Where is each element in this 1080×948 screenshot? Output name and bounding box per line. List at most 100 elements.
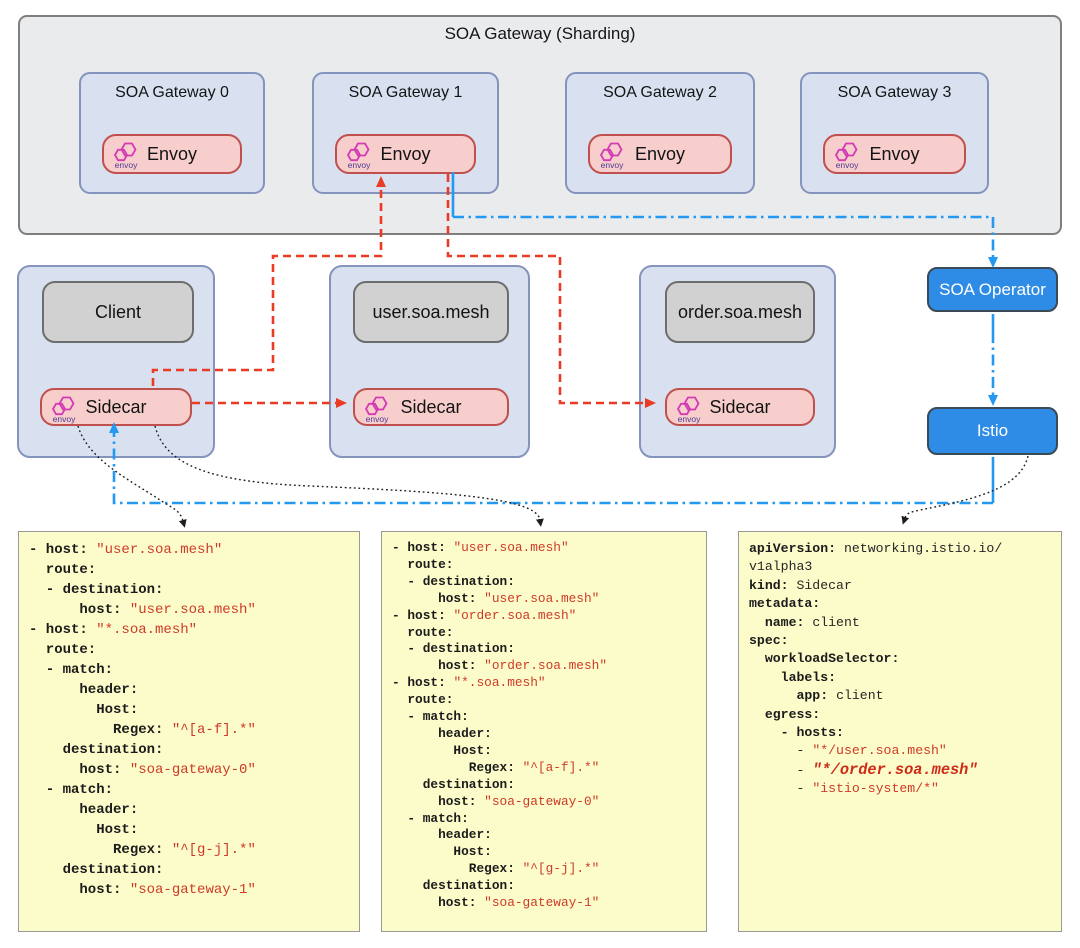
envoy-icon: envoy — [51, 396, 76, 424]
envoy-proxy-pill: envoy Envoy — [335, 134, 476, 174]
envoy-icon: envoy — [599, 142, 624, 170]
gateway-label: SOA Gateway 1 — [348, 84, 463, 101]
gateway-box-3: SOA Gateway 3 envoy Envoy — [800, 72, 989, 194]
code-line: route: — [392, 692, 454, 708]
code-line: - match: — [29, 662, 114, 678]
code-line: Regex: "^[g-j].*" — [392, 861, 600, 877]
code-line: destination: — [392, 878, 515, 894]
code-line: - host: "user.soa.mesh" — [392, 540, 569, 555]
service-box-client: Client envoy Sidecar — [17, 265, 215, 458]
code-line: Regex: "^[a-f].*" — [392, 759, 600, 775]
gateway-box-0: SOA Gateway 0 envoy Envoy — [79, 72, 265, 194]
soa-operator-node: SOA Operator — [927, 267, 1058, 312]
code-line: Regex: "^[g-j].*" — [29, 842, 256, 858]
service-name: order.soa.mesh — [665, 281, 815, 343]
code-line: Host: — [392, 742, 492, 758]
envoy-logo-text: envoy — [366, 414, 389, 424]
code-block-sidecar-routes-client: - host: "user.soa.mesh" route: - destina… — [18, 531, 360, 932]
code-line: host: "soa-gateway-1" — [29, 882, 256, 898]
group-title: SOA Gateway (Sharding) — [444, 24, 636, 43]
sidecar-proxy-pill: envoy Sidecar — [40, 388, 192, 426]
code-line: header: — [392, 827, 492, 843]
code-line: host: "order.soa.mesh" — [392, 658, 608, 674]
envoy-logo-text: envoy — [678, 414, 701, 424]
envoy-icon: envoy — [834, 142, 859, 170]
envoy-logo-text: envoy — [348, 160, 371, 170]
code-line: route: — [392, 624, 454, 640]
code-line: host: "soa-gateway-0" — [392, 793, 600, 809]
proxy-label: Envoy — [634, 143, 686, 164]
envoy-logo-text: envoy — [115, 160, 138, 170]
code-line: Host: — [29, 702, 139, 718]
code-line: - destination: — [29, 582, 164, 598]
code-line: name: client — [749, 614, 860, 630]
code-line: destination: — [29, 862, 164, 878]
code-line: host: "user.soa.mesh" — [29, 602, 256, 618]
code-line: route: — [29, 642, 97, 658]
code-line: host: "user.soa.mesh" — [392, 590, 600, 606]
envoy-icon: envoy — [364, 396, 389, 424]
soa-gateway-sharding-group: SOA Gateway (Sharding) SOA Gateway 0 env… — [18, 15, 1062, 235]
code-line: - match: — [392, 810, 469, 826]
envoy-proxy-pill: envoy Envoy — [588, 134, 732, 174]
envoy-logo-text: envoy — [836, 160, 859, 170]
envoy-icon: envoy — [346, 142, 371, 170]
proxy-label: Envoy — [380, 143, 431, 164]
istio-node: Istio — [927, 407, 1058, 455]
code-line: - host: "user.soa.mesh" — [29, 542, 223, 558]
code-line: destination: — [29, 742, 164, 758]
code-line: header: — [29, 682, 139, 698]
code-line: - host: "order.soa.mesh" — [392, 607, 577, 623]
code-line: app: client — [749, 688, 884, 704]
code-line: host: "soa-gateway-1" — [392, 895, 600, 911]
envoy-proxy-pill: envoy Envoy — [102, 134, 242, 174]
code-line: workloadSelector: — [749, 651, 900, 667]
code-line: kind: Sidecar — [749, 577, 852, 593]
arrow-istio-to-client-sidecar — [109, 422, 993, 505]
arrow-istio-to-code3 — [901, 455, 1029, 525]
code-line: - "*/user.soa.mesh" — [749, 743, 947, 759]
code-line: - host: "*.soa.mesh" — [29, 622, 198, 638]
gateway-label: SOA Gateway 2 — [603, 84, 717, 101]
proxy-label: Sidecar — [400, 396, 462, 417]
code-line: - "istio-system/*" — [749, 781, 939, 797]
code-line: host: "soa-gateway-0" — [29, 762, 256, 778]
code-line: destination: — [392, 776, 515, 792]
gateway-box-2: SOA Gateway 2 envoy Envoy — [565, 72, 755, 194]
envoy-logo-text: envoy — [601, 160, 624, 170]
code-line: header: — [392, 725, 492, 741]
sidecar-proxy-pill: envoy Sidecar — [353, 388, 509, 426]
code-line: labels: — [749, 669, 837, 685]
service-name: user.soa.mesh — [353, 281, 509, 343]
code-line: - destination: — [392, 641, 515, 657]
code-line: - host: "*.soa.mesh" — [392, 675, 546, 691]
service-box-order-soa-mesh: order.soa.mesh envoy Sidecar — [639, 265, 836, 458]
gateway-label: SOA Gateway 0 — [115, 84, 229, 101]
code-line: - hosts: — [749, 725, 844, 741]
proxy-label: Sidecar — [85, 396, 147, 417]
code-line: - "*/order.soa.mesh" — [749, 760, 978, 779]
code-line: v1alpha3 — [749, 559, 813, 575]
code-line: - destination: — [392, 573, 515, 589]
code-line: egress: — [749, 706, 821, 722]
code-block-istio-sidecar-yaml: apiVersion: networking.istio.io/v1alpha3… — [738, 531, 1062, 932]
service-box-user-soa-mesh: user.soa.mesh envoy Sidecar — [329, 265, 530, 458]
sidecar-proxy-pill: envoy Sidecar — [665, 388, 815, 426]
envoy-icon: envoy — [676, 396, 701, 424]
envoy-icon: envoy — [113, 142, 138, 170]
envoy-proxy-pill: envoy Envoy — [823, 134, 966, 174]
code-line: metadata: — [749, 596, 821, 612]
code-line: Host: — [29, 822, 139, 838]
proxy-label: Envoy — [869, 143, 920, 164]
gateway-box-1: SOA Gateway 1 envoy Envoy — [312, 72, 499, 194]
code-line: apiVersion: networking.istio.io/ — [749, 541, 1003, 556]
proxy-label: Envoy — [146, 143, 198, 164]
code-block-sidecar-routes-full: - host: "user.soa.mesh" route: - destina… — [381, 531, 707, 932]
envoy-logo-text: envoy — [53, 414, 76, 424]
code-line: route: — [392, 556, 454, 572]
code-line: Regex: "^[a-f].*" — [29, 722, 256, 738]
code-line: Host: — [392, 844, 492, 860]
code-line: - match: — [29, 782, 114, 798]
proxy-label: Sidecar — [709, 396, 771, 417]
